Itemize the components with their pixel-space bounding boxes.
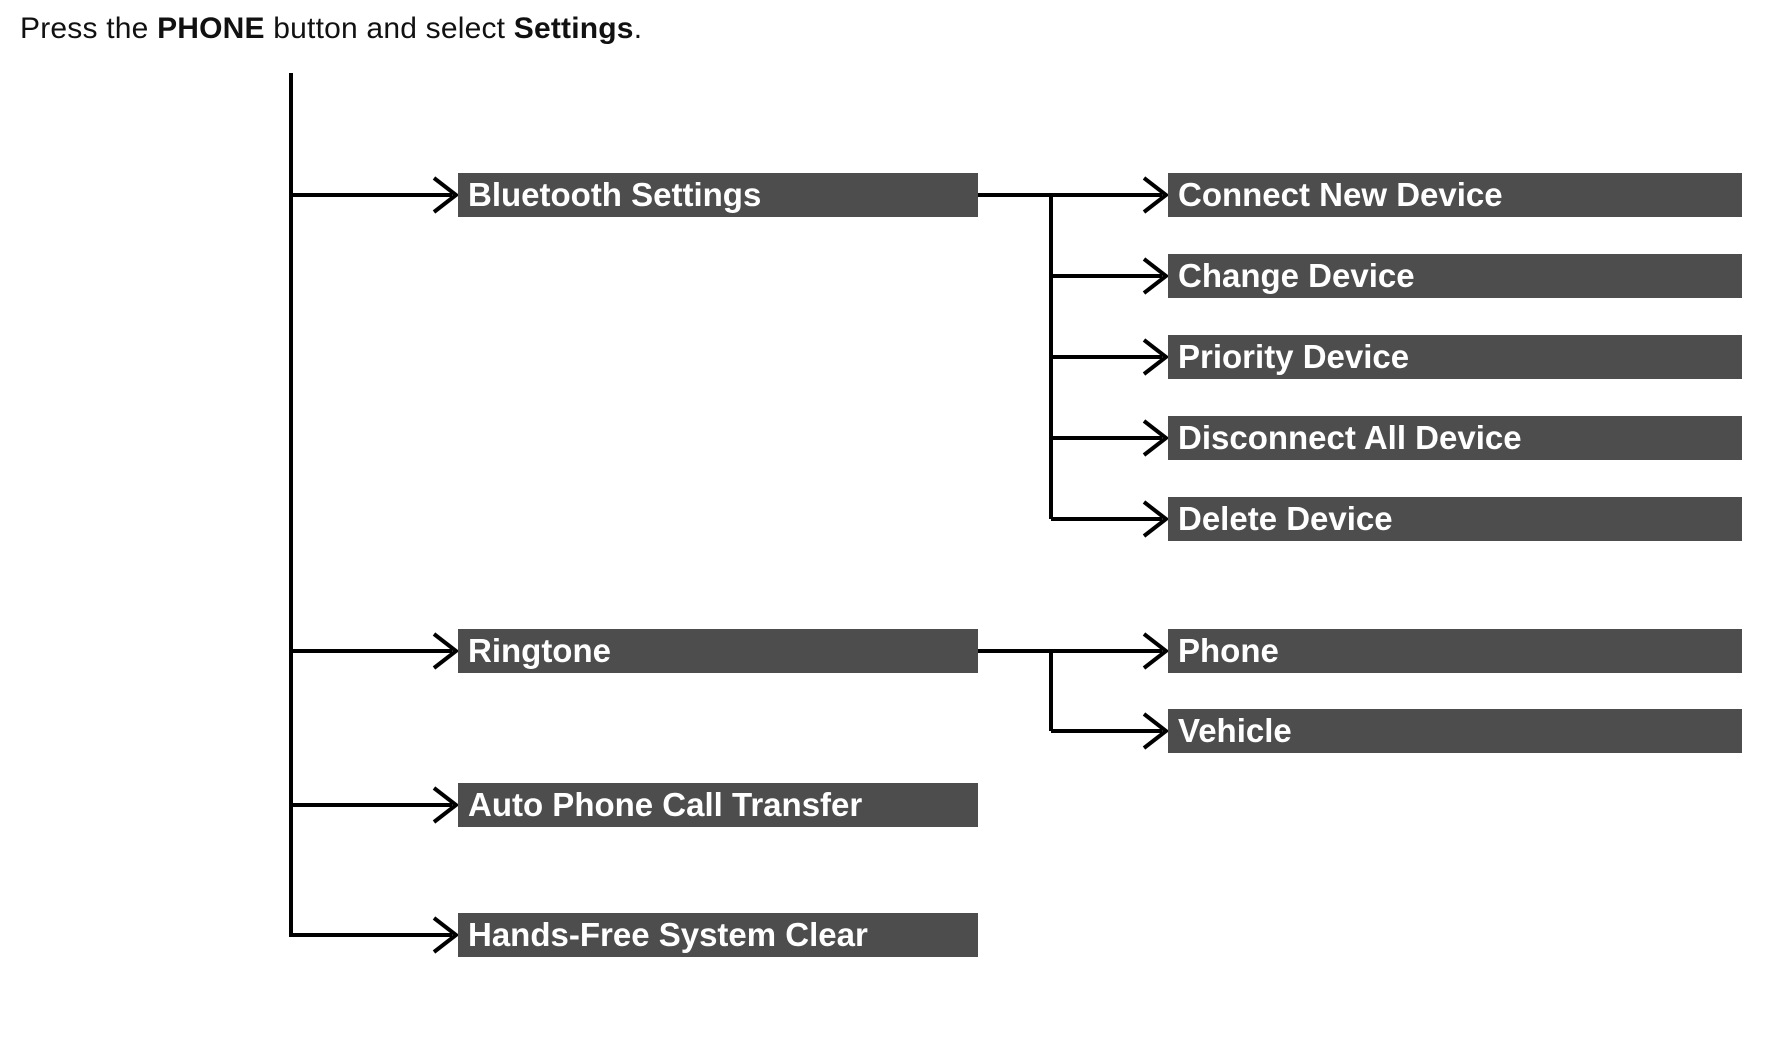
node-auto-phone-call-transfer: Auto Phone Call Transfer: [458, 783, 978, 827]
arrowhead-priority-device-icon: [1142, 338, 1170, 376]
arrowhead-disconnect-all-device-icon: [1142, 419, 1170, 457]
arrowhead-vehicle-icon: [1142, 712, 1170, 750]
arrowhead-hands-free-system-clear-icon: [432, 916, 460, 954]
node-ringtone: Ringtone: [458, 629, 978, 673]
arrowhead-change-device-icon: [1142, 257, 1170, 295]
instruction-middle: button and select: [264, 12, 514, 45]
node-phone: Phone: [1168, 629, 1742, 673]
arrowhead-delete-device-icon: [1142, 500, 1170, 538]
arrowhead-auto-phone-call-transfer-icon: [432, 786, 460, 824]
arrowhead-phone-icon: [1142, 632, 1170, 670]
instruction-text: Press the PHONE button and select Settin…: [20, 12, 642, 46]
node-delete-device: Delete Device: [1168, 497, 1742, 541]
instruction-suffix: .: [633, 12, 643, 45]
node-change-device: Change Device: [1168, 254, 1742, 298]
phone-button-name: PHONE: [157, 12, 265, 45]
node-vehicle: Vehicle: [1168, 709, 1742, 753]
arrowhead-ringtone-icon: [432, 632, 460, 670]
instruction-prefix: Press the: [20, 12, 158, 45]
arrowhead-bluetooth-settings-icon: [432, 176, 460, 214]
node-disconnect-all-device: Disconnect All Device: [1168, 416, 1742, 460]
arrowhead-connect-new-device-icon: [1142, 176, 1170, 214]
node-connect-new-device: Connect New Device: [1168, 173, 1742, 217]
settings-menu-name: Settings: [513, 12, 634, 45]
node-bluetooth-settings: Bluetooth Settings: [458, 173, 978, 217]
node-priority-device: Priority Device: [1168, 335, 1742, 379]
node-hands-free-system-clear: Hands-Free System Clear: [458, 913, 978, 957]
